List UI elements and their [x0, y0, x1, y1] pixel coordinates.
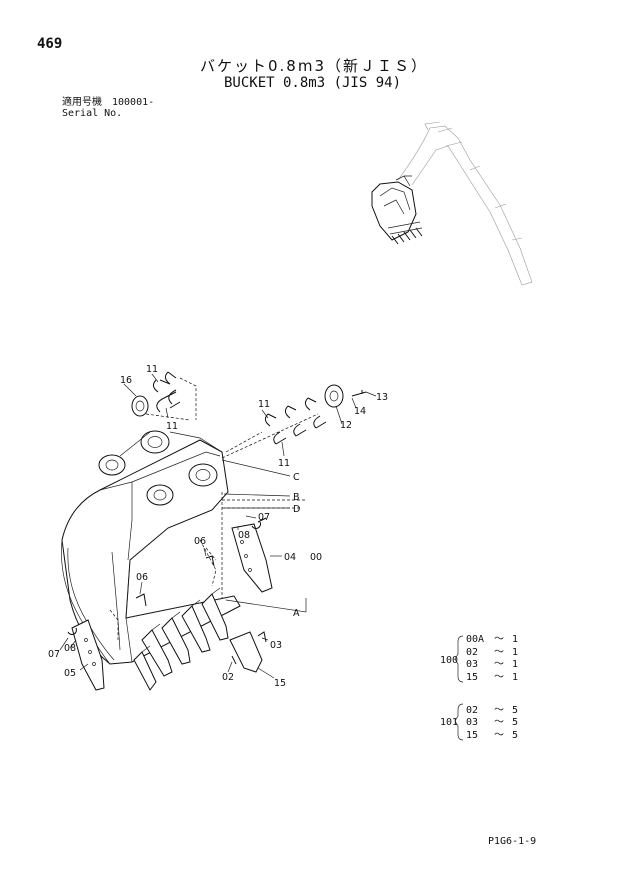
reference-c: C: [293, 472, 300, 483]
callout-11: 11: [258, 399, 270, 410]
kit-row-part: 02: [466, 647, 478, 658]
callout-12: 12: [340, 420, 352, 431]
serial-block: 適用号機 100001- Serial No.: [62, 97, 154, 119]
callout-03: 03: [270, 640, 282, 651]
reference-a: A: [293, 608, 300, 619]
kit-row-qty: 5: [512, 730, 518, 741]
kit-row-qty: 1: [512, 647, 518, 658]
kit-row-separator: ～: [494, 634, 504, 645]
bucket-teeth: [133, 587, 263, 691]
bolts: [67, 517, 267, 665]
kit-101-table: 101 02 ～ 5 03 ～ 5 15 ～ 5: [440, 703, 518, 741]
kit-row-separator: ～: [494, 672, 504, 683]
kit-row-separator: ～: [494, 717, 504, 728]
kit-row-qty: 1: [512, 659, 518, 670]
page-number: 469: [37, 36, 63, 52]
callout-11: 11: [146, 364, 158, 375]
title-japanese: バケット0.8m3（新ＪＩＳ）: [200, 57, 429, 75]
kit-row-qty: 1: [512, 672, 518, 683]
kit-row-qty: 5: [512, 717, 518, 728]
callout-04: 04: [284, 552, 296, 563]
callout-13: 13: [376, 392, 388, 403]
title-english: BUCKET 0.8m3 (JIS 94): [224, 75, 402, 91]
kit-row-part: 15: [466, 730, 478, 741]
leader-lines: [59, 373, 377, 679]
callout-05: 05: [64, 668, 76, 679]
callout-08: 08: [238, 530, 250, 541]
kit-row-part: 03: [466, 717, 478, 728]
kit-row-separator: ～: [494, 730, 504, 741]
callout-00: 00: [310, 552, 322, 563]
kit-row-separator: ～: [494, 659, 504, 670]
pin-hardware: [131, 371, 367, 598]
callout-11: 11: [278, 458, 290, 469]
serial-label-japanese: 適用号機 100001-: [62, 97, 155, 108]
kit-row-part: 03: [466, 659, 478, 670]
kit-101-id: 101: [440, 717, 458, 728]
kit-row-part: 02: [466, 705, 478, 716]
kit-100-table: 100 00A ～ 1 02 ～ 1 03 ～ 1 15 ～ 1: [440, 634, 518, 683]
kit-row-part: 00A: [466, 634, 484, 645]
callout-labels: 16 11 11 11 11 13 14 12 C B D A 07 08 06…: [48, 364, 388, 689]
reference-d: D: [293, 504, 300, 515]
pin-bosses: [98, 430, 223, 506]
callout-02: 02: [222, 672, 234, 683]
figure-code: P1G6-1-9: [488, 836, 537, 847]
reference-b: B: [293, 492, 300, 503]
kit-row-separator: ～: [494, 705, 504, 716]
kit-row-separator: ～: [494, 647, 504, 658]
callout-15: 15: [274, 678, 286, 689]
callout-06: 06: [136, 572, 148, 583]
callout-11: 11: [166, 421, 178, 432]
callout-08: 08: [64, 643, 76, 654]
kit-row-qty: 1: [512, 634, 518, 645]
kit-100-id: 100: [440, 655, 458, 666]
callout-07: 07: [258, 512, 270, 523]
callout-06: 06: [194, 536, 206, 547]
kit-row-qty: 5: [512, 705, 518, 716]
callout-07: 07: [48, 649, 60, 660]
excavator-location-sketch: [371, 121, 533, 286]
callout-16: 16: [120, 375, 132, 386]
side-cutters: [71, 523, 273, 691]
serial-label-english: Serial No.: [62, 108, 123, 119]
kit-row-part: 15: [466, 672, 478, 683]
callout-14: 14: [354, 406, 366, 417]
